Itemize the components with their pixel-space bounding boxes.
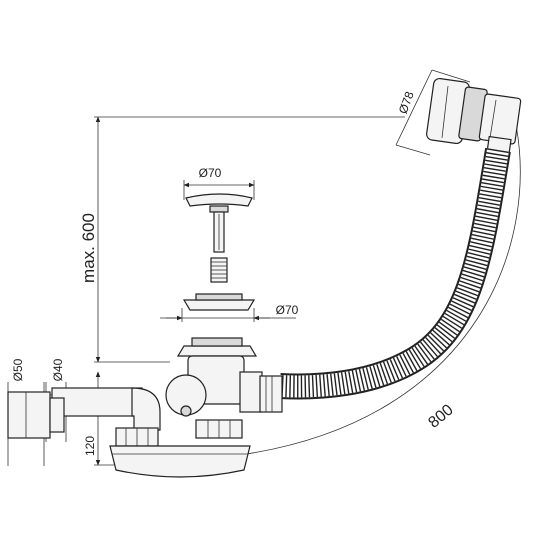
strainer-top [182,299,256,311]
plug-spring [210,257,228,283]
h120-label: 120 [83,436,97,456]
len800-label: 800 [425,401,456,431]
len800-arc [239,119,521,457]
d50-label: Ø50 [11,358,25,381]
overflow-nut [478,93,522,145]
trap-assembly [7,337,283,478]
d70-mid-label: Ø70 [276,303,299,317]
trap-bowl [109,445,251,478]
overflow-cover-line [441,85,449,139]
plug-cap [185,193,253,207]
trap-elbow [131,387,161,431]
d78-ext-top [431,69,471,83]
outlet-fitting-d40 [49,397,65,433]
hose-connector-right [259,375,283,413]
overflow-head [426,77,522,157]
d70-top-label: Ø70 [199,166,222,180]
max600-label: max. 600 [79,213,98,283]
outlet-nut [180,405,192,417]
waste-plug [185,193,253,283]
overflow-nut-line [489,99,497,139]
d78-ext-bottom [395,144,431,156]
plug-neck [209,205,229,213]
outlet-flange [176,345,258,357]
d78-label: Ø78 [396,89,417,115]
outlet-gasket [191,337,243,347]
outlet-fitting-d50 [7,391,51,439]
strainer-ring [195,293,243,301]
outlet-pipe [51,387,143,417]
hose-corrugation [279,148,509,398]
d40-label: Ø40 [51,358,65,381]
hose-connector-left [239,371,263,413]
flexible-hose [279,147,511,400]
dimension-labels: max. 600 120 Ø50 Ø40 Ø70 Ø70 Ø78 800 [11,89,457,456]
strainer [182,293,256,311]
hose-fill [279,148,509,398]
